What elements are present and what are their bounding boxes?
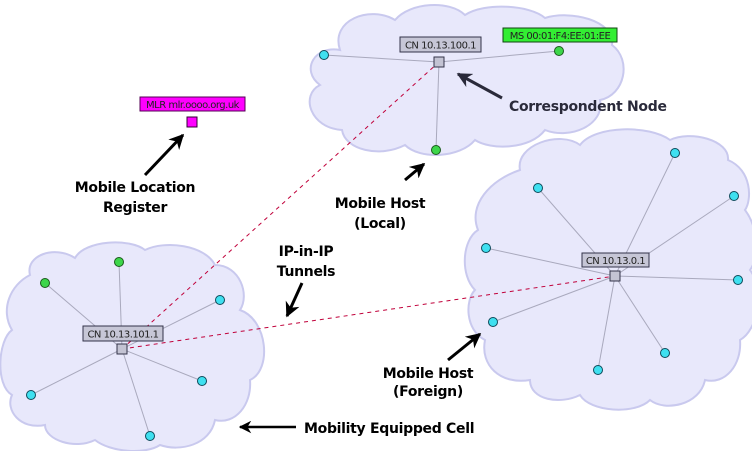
mobile-host-node-green[interactable] [431,145,441,155]
arrow-mlr [143,133,185,177]
mobile-host-node-cyan[interactable] [215,295,225,305]
router-label-top: CN 10.13.100.1 [399,36,482,53]
caption-correspondent-node: Correspondent Node [509,99,667,115]
host-link [614,275,739,281]
caption-mlr-line2: Register [103,200,168,216]
mobile-host-node-green[interactable] [40,278,50,288]
mobile-station-label: MS 00:01:F4:EE:01:EE [502,27,618,43]
ip-in-ip-tunnel [121,275,616,350]
mobile-station-label-text: MS 00:01:F4:EE:01:EE [510,31,611,42]
mobile-host-node-cyan[interactable] [660,348,670,358]
mobile-host-node-cyan[interactable] [729,191,739,201]
router-label-text: CN 10.13.100.1 [405,41,476,52]
mobile-host-node-cyan[interactable] [593,365,603,375]
mlr-label-text: MLR mlr.oooo.org.uk [146,100,240,111]
correspondent-node-router[interactable] [433,56,445,68]
router-label-text: CN 10.13.0.1 [586,256,645,267]
host-link [121,348,151,437]
mlr-label: MLR mlr.oooo.org.uk [139,96,246,112]
mobile-host-node-green[interactable] [554,46,564,56]
host-link [121,348,203,382]
arrow-mh-foreign [447,332,482,362]
mobile-host-node-cyan[interactable] [670,148,680,158]
caption-mh-local-line2: (Local) [354,216,406,232]
host-link [435,61,440,151]
caption-tunnels-line2: Tunnels [277,264,335,280]
router-label-left: CN 10.13.101.1 [82,325,164,342]
cell-cloud-right [463,128,752,411]
arrow-mh-local [404,162,426,182]
mlr-node[interactable] [186,116,198,128]
caption-mh-foreign-line2: (Foreign) [393,384,463,400]
host-link [485,247,616,277]
mobile-host-node-cyan[interactable] [481,243,491,253]
router-label-right: CN 10.13.0.1 [581,252,650,268]
cell-cloud-left [0,241,266,451]
host-link [323,54,440,63]
mobile-host-node-cyan[interactable] [733,275,743,285]
mobile-host-node-green[interactable] [114,257,124,267]
host-link [492,275,616,323]
arrow-tunnels [285,282,304,318]
host-link [438,50,560,63]
router-label-text: CN 10.13.101.1 [87,330,158,341]
correspondent-node-router[interactable] [609,270,621,282]
caption-mobility-cell: Mobility Equipped Cell [304,421,474,437]
caption-tunnels-line1: IP-in-IP [279,244,334,260]
mobile-host-node-cyan[interactable] [145,431,155,441]
mobile-host-node-cyan[interactable] [533,183,543,193]
mobile-host-node-cyan[interactable] [26,390,36,400]
host-link [597,275,616,371]
caption-mh-local-line1: Mobile Host [335,196,426,212]
mobile-host-node-cyan[interactable] [488,317,498,327]
host-link [614,275,666,354]
arrow-correspondent [456,72,503,100]
mobile-host-node-cyan[interactable] [319,50,329,60]
correspondent-node-router[interactable] [116,343,128,355]
mobile-host-node-cyan[interactable] [197,376,207,386]
host-link [30,348,123,396]
caption-mh-foreign-line1: Mobile Host [383,366,474,382]
caption-mlr-line1: Mobile Location [75,180,195,196]
